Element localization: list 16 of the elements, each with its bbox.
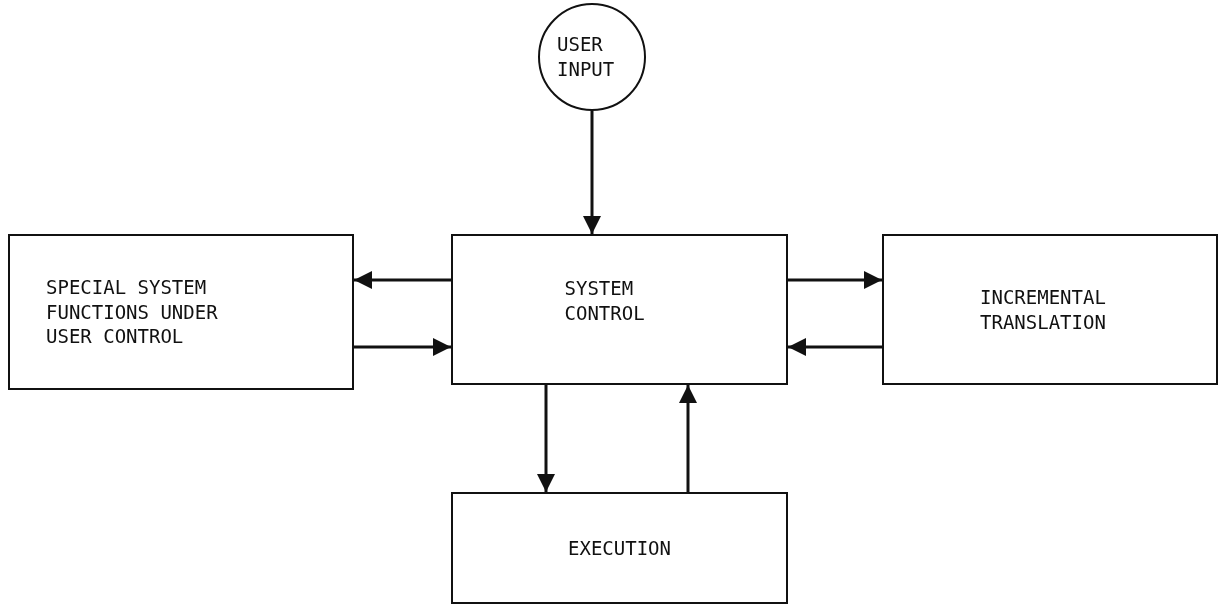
process-box	[882, 234, 1218, 385]
process-box	[8, 234, 354, 390]
arrow	[354, 338, 451, 356]
arrow	[679, 385, 697, 492]
node-label: USER INPUT	[557, 32, 616, 82]
node-label: EXECUTION	[567, 535, 672, 561]
process-box	[451, 492, 788, 604]
process-box	[451, 234, 788, 385]
arrow	[354, 271, 451, 289]
node-label: SYSTEM CONTROL	[564, 276, 646, 326]
arrow	[788, 271, 882, 289]
arrow	[537, 385, 555, 492]
node-label: INCREMENTAL TRANSLATION	[980, 284, 1107, 335]
arrow	[583, 111, 601, 234]
arrow	[788, 338, 882, 356]
node-label: SPECIAL SYSTEM FUNCTIONS UNDER USER CONTROL	[46, 274, 219, 350]
